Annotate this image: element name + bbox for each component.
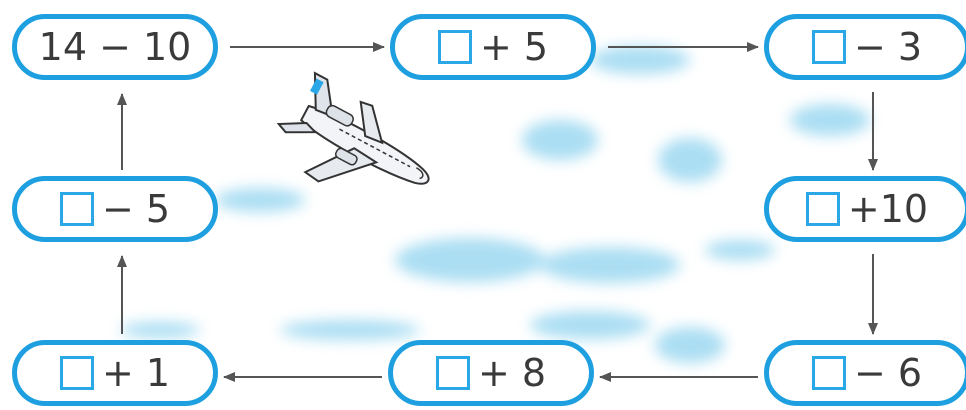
- answer-square[interactable]: [435, 356, 470, 390]
- minus5-box: − 5: [12, 176, 218, 242]
- answer-square[interactable]: [805, 192, 840, 226]
- minus3-box: − 3: [764, 14, 966, 80]
- answer-square[interactable]: [437, 30, 472, 64]
- airplane-icon: [276, 71, 430, 185]
- start-box: 14 − 10: [12, 14, 218, 80]
- minus5-operation: − 5: [101, 187, 171, 231]
- plus8-operation: + 8: [477, 351, 547, 395]
- answer-square[interactable]: [59, 192, 94, 226]
- minus6-box: − 6: [764, 340, 966, 406]
- minus6-operation: − 6: [853, 351, 923, 395]
- plus5-box: + 5: [390, 14, 596, 80]
- minus3-operation: − 3: [853, 25, 923, 69]
- answer-square[interactable]: [811, 30, 846, 64]
- flow-arrows: [117, 42, 878, 382]
- plus1-box: + 1: [12, 340, 218, 406]
- answer-square[interactable]: [811, 356, 846, 390]
- answer-square[interactable]: [59, 356, 94, 390]
- cloud-background: [120, 46, 870, 363]
- plus10-box: +10: [764, 176, 966, 242]
- plus10-operation: +10: [847, 187, 929, 231]
- start-expression: 14 − 10: [38, 25, 192, 69]
- plus5-operation: + 5: [479, 25, 549, 69]
- plus1-operation: + 1: [101, 351, 171, 395]
- plus8-box: + 8: [388, 340, 594, 406]
